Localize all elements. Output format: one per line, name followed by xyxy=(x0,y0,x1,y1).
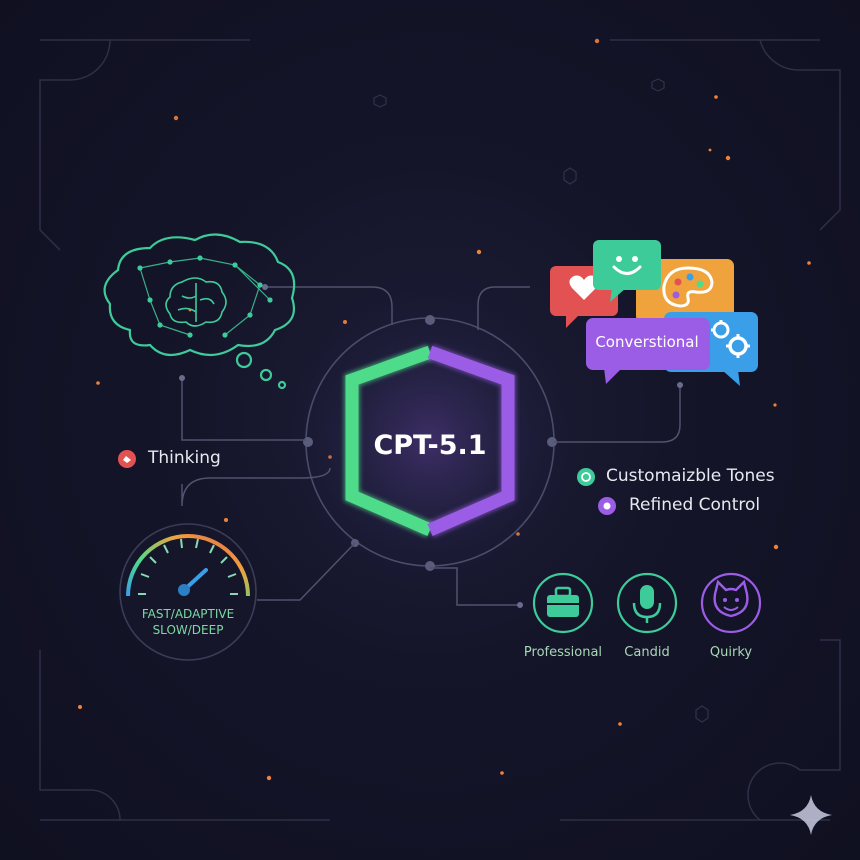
speed-gauge-icon xyxy=(119,523,257,661)
center-glow xyxy=(260,272,600,612)
control-badge-icon xyxy=(598,497,616,515)
smiley-bubble xyxy=(593,240,661,302)
background-hexagons xyxy=(373,78,709,723)
gauge-fast-label: FAST/ADAPTIVE xyxy=(141,607,235,621)
tone-quirky-label: Quirky xyxy=(709,645,753,660)
center-hexagon xyxy=(344,344,516,538)
feature-control-label: Refined Control xyxy=(629,495,761,515)
brain-icon xyxy=(165,277,227,327)
feature-tones-label: Customaizble Tones xyxy=(606,466,775,486)
feature-thinking-label: Thinking xyxy=(148,448,221,468)
conversational-bubble xyxy=(586,318,710,384)
tones-badge-icon xyxy=(577,468,595,486)
thinking-badge-icon xyxy=(118,450,136,468)
gauge-slow-label: SLOW/DEEP xyxy=(152,623,224,637)
microphone-icon xyxy=(616,572,678,634)
tone-candid-label: Candid xyxy=(624,645,670,660)
sparkle-icon xyxy=(790,795,832,835)
conversational-bubble-label: Converstional xyxy=(595,333,699,351)
center-title: CPT-5.1 xyxy=(373,430,487,461)
chat-bubbles-icon xyxy=(550,240,758,386)
tone-professional-label: Professional xyxy=(523,645,603,660)
briefcase-icon xyxy=(532,572,594,634)
thought-cloud-icon xyxy=(103,233,296,390)
circuit-frame xyxy=(39,39,841,821)
connector-lines xyxy=(181,286,681,606)
cat-face-icon xyxy=(700,572,762,634)
